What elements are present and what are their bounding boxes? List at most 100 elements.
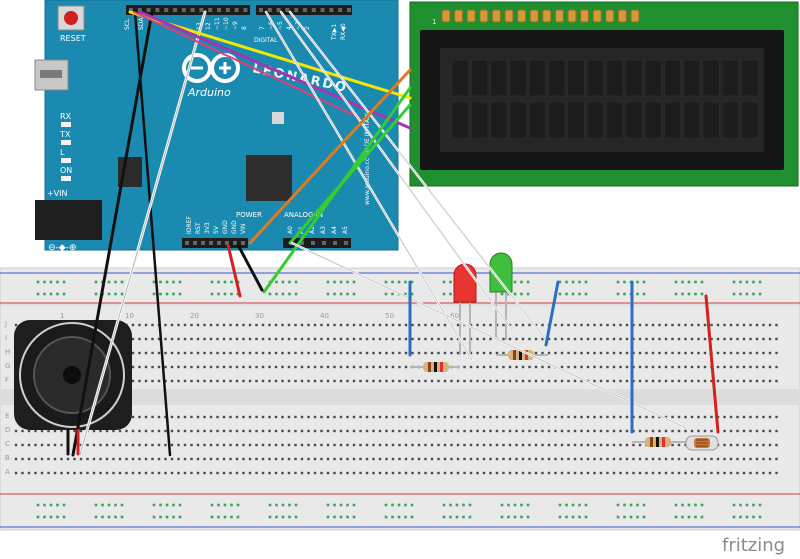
breadboard-hole (177, 351, 180, 355)
breadboard-hole (261, 443, 265, 447)
brand-text: Arduino (187, 86, 231, 99)
breadboard-hole (417, 351, 421, 355)
breadboard-hole (463, 365, 466, 369)
breadboard-hole (729, 365, 733, 369)
breadboard-hole (183, 337, 187, 341)
breadboard-hole (398, 457, 401, 461)
breadboard-hole (443, 457, 447, 461)
breadboard-hole (151, 323, 154, 327)
polarity-symbol-icon: ⊖-◆-⊕ (48, 243, 77, 253)
lcd-cell (741, 101, 759, 139)
breadboard-hole (768, 379, 772, 383)
breadboard-hole (365, 379, 369, 383)
lcd-pin (567, 9, 577, 23)
breadboard-hole (560, 443, 564, 447)
rail-hole (681, 503, 684, 507)
breadboard-hole (248, 471, 252, 475)
breadboard-hole (606, 365, 609, 369)
breadboard-hole (430, 457, 434, 461)
breadboard-hole (755, 471, 759, 475)
breadboard-hole (281, 415, 284, 419)
breadboard-hole (424, 323, 427, 327)
breadboard-hole (365, 365, 369, 369)
breadboard-hole (313, 443, 317, 447)
rail-hole (217, 503, 220, 507)
breadboard-hole (664, 337, 668, 341)
rail-hole (520, 515, 523, 519)
svg-text:~5: ~5 (277, 21, 284, 30)
breadboard-hole (463, 379, 466, 383)
breadboard-hole (352, 429, 356, 433)
rail-hole (101, 515, 104, 519)
lcd-cell (528, 59, 547, 97)
breadboard-hole (638, 379, 642, 383)
breadboard-hole (677, 415, 681, 419)
breadboard-hole (534, 379, 538, 383)
breadboard-hole (508, 323, 512, 327)
wire-black-gnd (236, 243, 264, 292)
breadboard-hole (651, 351, 655, 355)
breadboard-hole (541, 337, 544, 341)
breadboard-hole (437, 337, 440, 341)
breadboard-hole (287, 379, 291, 383)
breadboard-hole (404, 337, 408, 341)
breadboard-hole (417, 429, 421, 433)
breadboard-hole (411, 323, 414, 327)
rail-hole (94, 503, 98, 507)
breadboard-hole (515, 379, 518, 383)
breadboard-hole (222, 415, 226, 419)
rail-hole (384, 503, 388, 507)
led-label: TX (59, 130, 71, 139)
breadboard-hole (456, 429, 460, 433)
breadboard-hole (216, 415, 219, 419)
rail-hole (623, 515, 626, 519)
breadboard-hole (53, 429, 57, 433)
breadboard-hole (157, 415, 161, 419)
breadboard-hole (242, 415, 245, 419)
breadboard-hole (300, 379, 304, 383)
breadboard-hole (196, 379, 200, 383)
lcd-pin (592, 9, 602, 23)
breadboard-hole (320, 471, 323, 475)
breadboard-hole (541, 443, 544, 447)
breadboard-hole (34, 429, 37, 433)
breadboard-hole (235, 379, 239, 383)
breadboard-hole (151, 471, 154, 475)
breadboard-hole (560, 457, 564, 461)
breadboard-hole (40, 471, 44, 475)
rail-hole (565, 515, 568, 519)
breadboard-hole (456, 457, 460, 461)
breadboard-hole (684, 443, 687, 447)
rail-hole (449, 515, 452, 519)
rail-hole (43, 515, 46, 519)
reset-button-cap[interactable] (64, 11, 78, 25)
col-num: 30 (255, 312, 264, 320)
breadboard-hole (671, 337, 674, 341)
breadboard-hole (365, 443, 369, 447)
breadboard-hole (528, 457, 531, 461)
rail-hole (120, 515, 124, 519)
rail-hole (442, 292, 446, 296)
breadboard-hole (60, 471, 63, 475)
breadboard-hole (281, 443, 284, 447)
breadboard-hole (762, 337, 765, 341)
breadboard-hole (664, 379, 668, 383)
rail-hole (178, 503, 182, 507)
breadboard-hole (281, 365, 284, 369)
breadboard-hole (612, 443, 616, 447)
breadboard-hole (547, 457, 551, 461)
breadboard-hole (261, 323, 265, 327)
breadboard-hole (398, 365, 401, 369)
breadboard-hole (164, 471, 167, 475)
breadboard-hole (424, 337, 427, 341)
row-letter: E (5, 412, 9, 420)
lcd-cell (509, 59, 527, 97)
breadboard-hole (541, 429, 544, 433)
rail-hole (642, 503, 646, 507)
rail-hole (449, 292, 452, 296)
breadboard-hole (710, 471, 713, 475)
breadboard-hole (346, 337, 349, 341)
breadboard-hole (164, 443, 167, 447)
rail-hole (49, 503, 53, 507)
breadboard-hole (144, 443, 148, 447)
